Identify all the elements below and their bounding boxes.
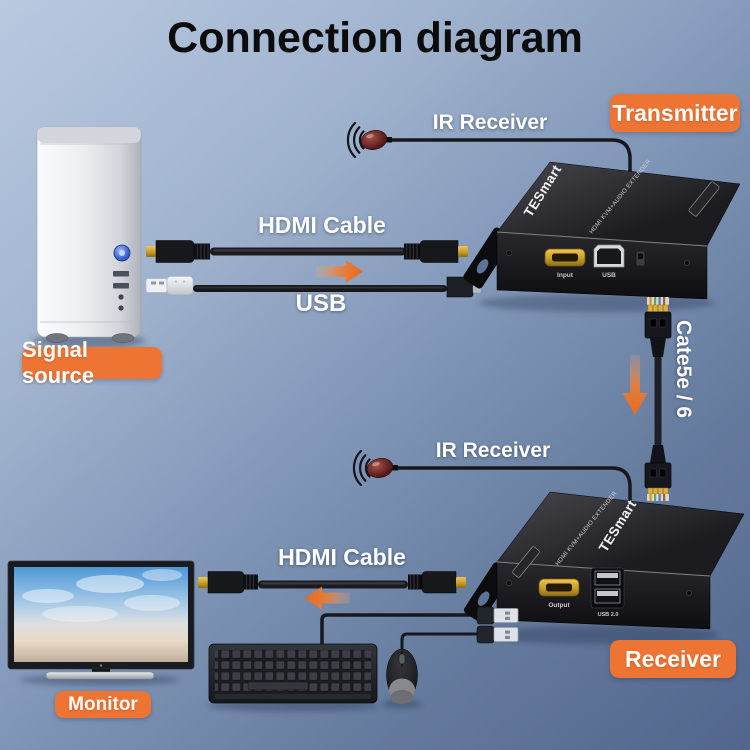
hdmi-output-port: Output <box>538 578 580 609</box>
scroll-wheel-icon <box>398 653 406 665</box>
pc-tower <box>32 126 146 348</box>
keyboard <box>207 643 379 712</box>
monitor <box>7 560 195 686</box>
hdmi-cable-bottom-label: HDMI Cable <box>278 544 406 570</box>
receiver-device: TESmart HDMI KVM+AUDIO EXTENDER Output <box>463 490 745 644</box>
monitor-screen <box>14 567 188 662</box>
transmitter-badge: Transmitter <box>610 94 740 132</box>
arrow-left-icon <box>305 586 350 610</box>
ir-receiver-bottom-label: IR Receiver <box>435 439 551 462</box>
arrow-right-icon <box>316 260 363 283</box>
ir-receiver-top-icon <box>346 121 392 159</box>
mouse <box>382 648 422 709</box>
usb-2-0-ports: USB 2.0 <box>590 567 625 618</box>
usb-cable-label: USB <box>295 290 347 317</box>
label-sticker <box>688 181 720 217</box>
transmitter-device: TESmart HDMI KVM+AUDIO EXTENDER Input US… <box>463 158 741 312</box>
usb-cable <box>145 276 482 298</box>
hdmi-cable-top-label: HDMI Cable <box>258 212 386 238</box>
ir-cable-bottom <box>395 466 632 517</box>
ethernet-cable-label: Cate5e / 6 <box>672 320 695 419</box>
ir-receiver-top-label: IR Receiver <box>432 111 548 134</box>
ethernet-cable <box>644 297 672 501</box>
ir-receiver-bottom-icon <box>352 449 398 487</box>
hdmi-port-label: Input <box>557 272 574 279</box>
signal-source-badge: Signal source <box>22 337 162 388</box>
usb-plugs <box>476 606 519 644</box>
rj45-connector-bottom <box>644 445 672 501</box>
hdmi-port-label: Output <box>548 602 570 609</box>
arrow-down-icon <box>622 355 648 415</box>
mouse-cable <box>400 632 478 652</box>
hdmi-input-port: Input <box>544 248 586 279</box>
usb-port-label: USB <box>602 272 616 279</box>
keyboard-cable <box>320 613 478 648</box>
ir-signal-arcs <box>352 449 371 487</box>
monitor-badge: Monitor <box>55 691 151 718</box>
ir-signal-arcs <box>346 121 365 159</box>
hdmi-cable-top <box>146 240 468 263</box>
receiver-badge: Receiver <box>610 640 736 678</box>
label-sticker <box>512 546 540 578</box>
monitor-stand <box>45 671 155 680</box>
page-title: Connection diagram <box>167 14 583 62</box>
pc-usb-slot <box>113 283 129 289</box>
usb-port-label: USB 2.0 <box>598 612 619 618</box>
usb-b-port: USB <box>593 244 625 279</box>
pc-usb-slot <box>113 271 129 277</box>
ir-cable-top <box>389 138 632 187</box>
mode-switch <box>635 250 646 267</box>
rj45-connector-top <box>644 297 672 357</box>
hdmi-cable-bottom <box>198 571 466 594</box>
